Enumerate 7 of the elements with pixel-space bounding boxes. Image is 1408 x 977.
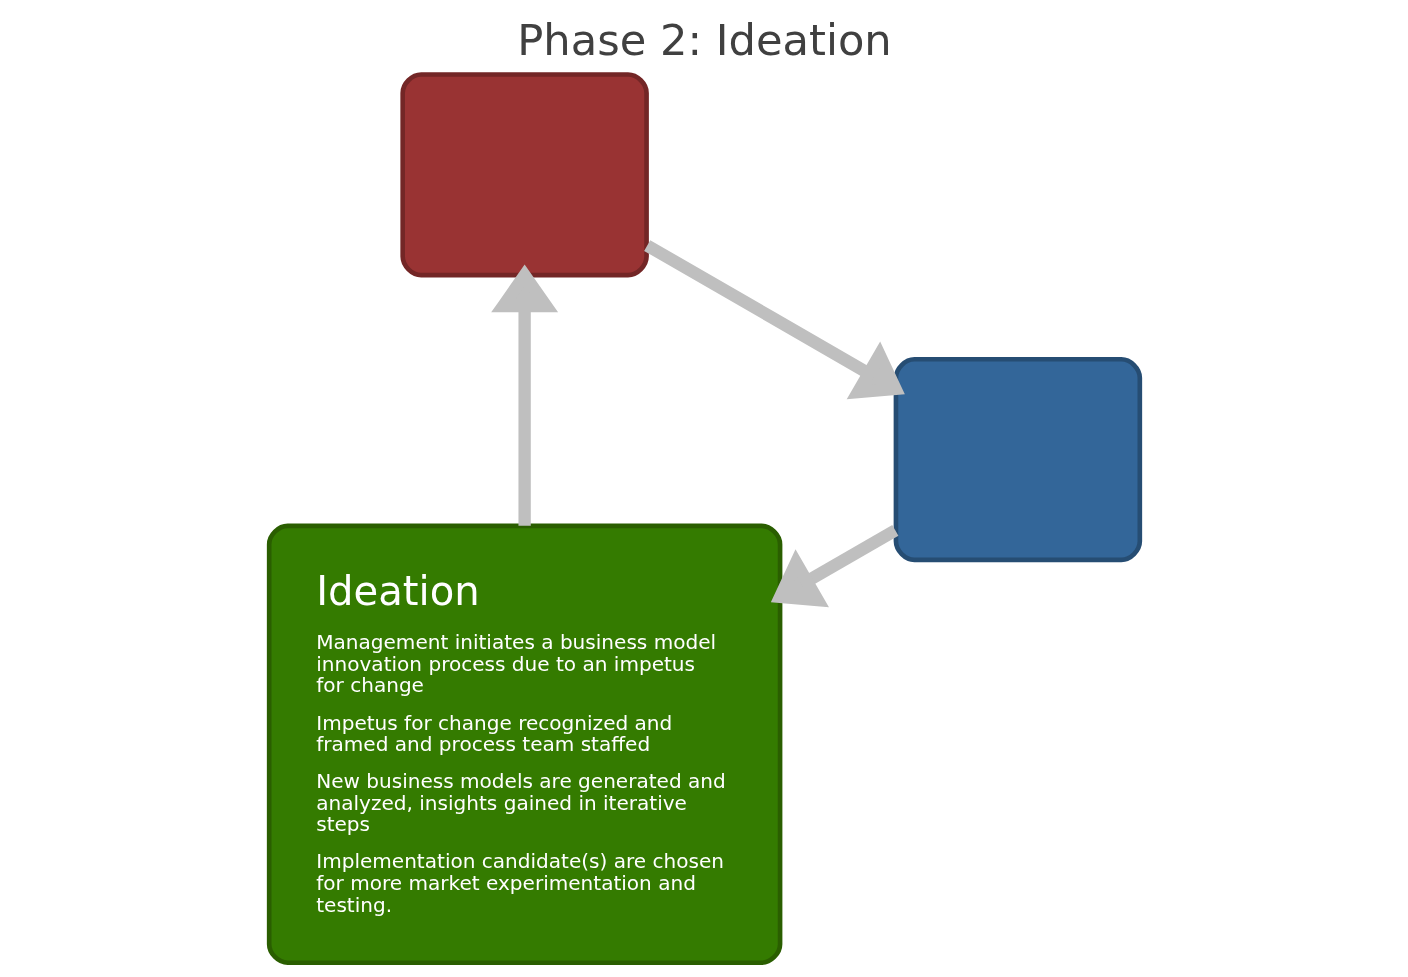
node-sector xyxy=(399,72,649,278)
arrow xyxy=(643,240,905,400)
arrow xyxy=(770,524,898,608)
node-sector xyxy=(893,356,1142,563)
arrow xyxy=(490,264,558,526)
diagram-title: Phase 2: Ideation xyxy=(516,15,892,65)
node-box: Ideation Management initiates a business model innovation process due to an impetus for change Impetus for change recognized and framed and process team staffed New business models are generated and analyzed, insights gained in iterative steps Implementation candidate(s) are chosen for more market experimentation and testing. xyxy=(266,523,782,966)
